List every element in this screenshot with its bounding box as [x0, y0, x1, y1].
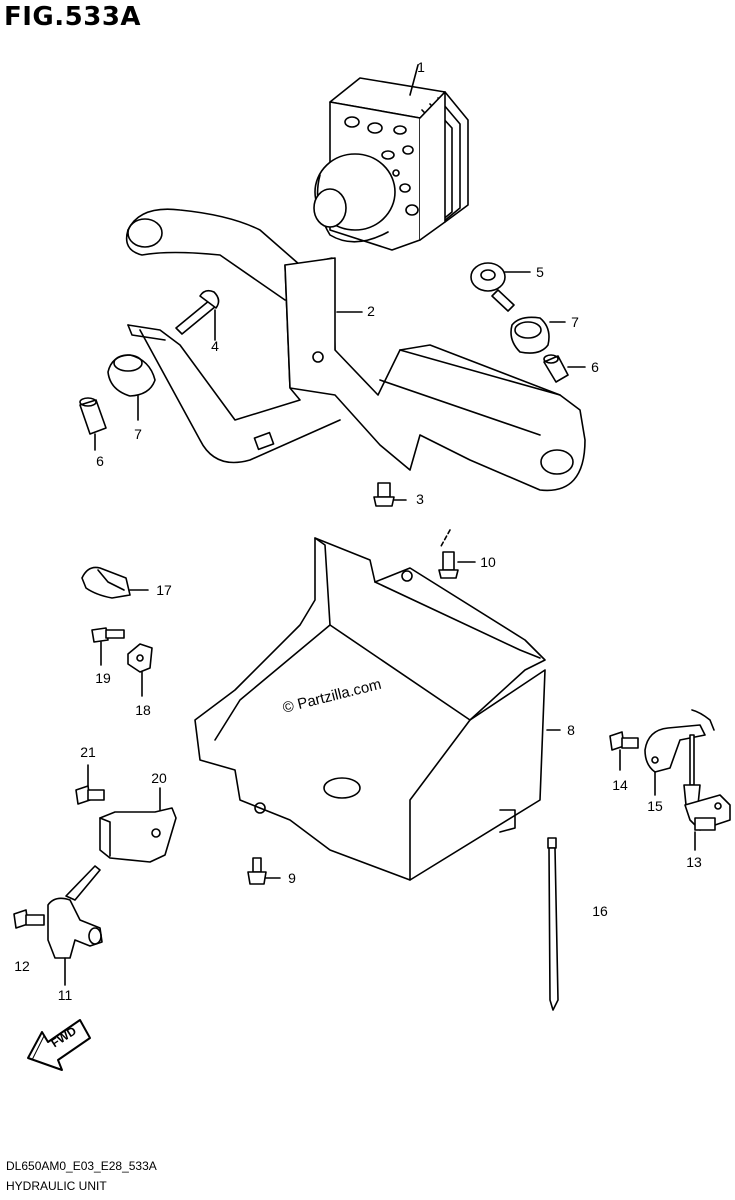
bolt-part-12 [14, 910, 44, 928]
callout-6-left: 6 [96, 453, 104, 469]
callout-15: 15 [647, 798, 663, 814]
callout-1: 1 [417, 59, 425, 75]
callout-2: 2 [367, 303, 375, 319]
callout-6-right: 6 [591, 359, 599, 375]
sensor-part-11 [48, 866, 102, 985]
tray-part-8 [195, 538, 560, 880]
bolt-part-4 [176, 291, 219, 340]
figure-name: HYDRAULIC UNIT [6, 1179, 107, 1193]
nut-part-10 [439, 530, 475, 578]
callout-14: 14 [612, 777, 628, 793]
grommet-part-7-upper [511, 317, 565, 353]
callout-19: 19 [95, 670, 111, 686]
callout-5: 5 [536, 264, 544, 280]
bracket-part-20 [100, 788, 176, 862]
collar-part-6-right [544, 355, 585, 382]
hydraulic-unit-part [314, 65, 468, 250]
callout-4: 4 [211, 338, 219, 354]
bolt-part-21 [76, 765, 104, 804]
callout-9: 9 [288, 870, 296, 886]
figure-title: FIG.533A [4, 2, 142, 32]
grommet-part-7-left [108, 355, 155, 420]
figure-code: DL650AM0_E03_E28_533A [6, 1159, 157, 1173]
plate-part-18 [128, 644, 152, 696]
bolt-part-3 [374, 483, 406, 506]
collar-part-6-left [80, 398, 106, 450]
callout-7-right: 7 [571, 314, 579, 330]
cable-tie-part-16 [548, 838, 558, 1010]
callout-20: 20 [151, 770, 167, 786]
callout-8: 8 [567, 722, 575, 738]
bolt-part-19 [92, 628, 124, 665]
callout-18: 18 [135, 702, 151, 718]
bolt-part-5 [471, 263, 530, 311]
callout-3: 3 [416, 491, 424, 507]
callout-13: 13 [686, 854, 702, 870]
callout-12: 12 [14, 958, 30, 974]
callout-11: 11 [57, 987, 73, 1003]
callout-16: 16 [592, 903, 608, 919]
bolt-part-9 [248, 858, 280, 884]
bracket-part [127, 209, 585, 490]
callout-7-left: 7 [134, 426, 142, 442]
callout-17: 17 [156, 582, 172, 598]
sensor-part-13 [684, 710, 730, 850]
clip-part-17 [82, 567, 148, 598]
callout-21: 21 [80, 744, 96, 760]
callout-10: 10 [480, 554, 496, 570]
forward-arrow-icon [28, 1020, 90, 1070]
bolt-part-14 [610, 732, 638, 770]
